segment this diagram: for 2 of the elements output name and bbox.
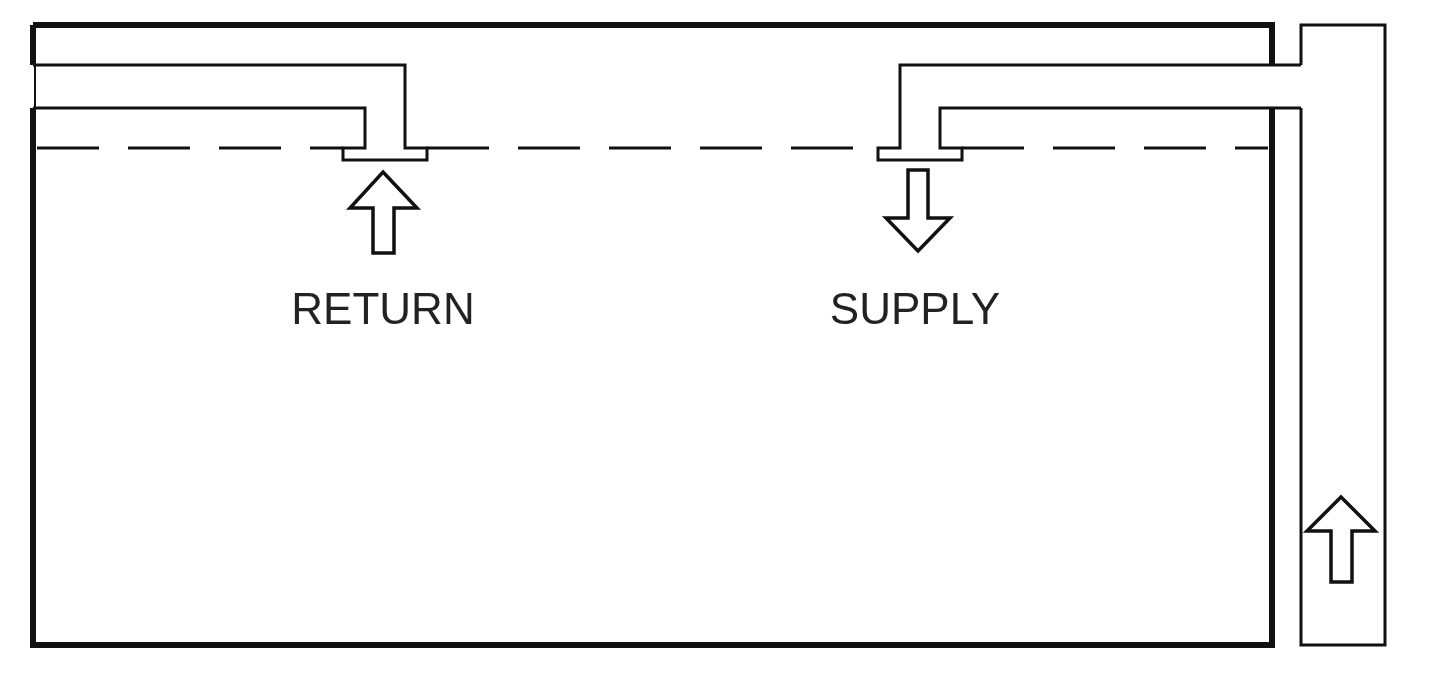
flow-label: SUPPLY — [829, 287, 1001, 331]
flow-label: RETURN — [291, 287, 475, 331]
